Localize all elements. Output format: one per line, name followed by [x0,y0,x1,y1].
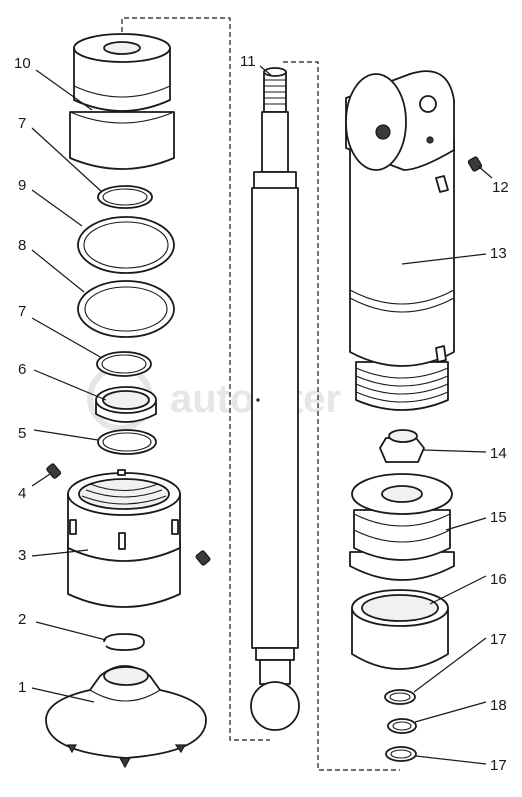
part-12-fitting [467,156,483,172]
callout-8: 8 [18,237,26,254]
callout-10: 10 [14,55,31,72]
callouts: 1 2 3 4 5 6 7 7 8 9 10 11 12 13 14 15 16… [14,53,509,774]
set-screw-right [195,550,211,566]
part-16-sleeve [351,589,449,670]
callout-5: 5 [18,425,26,442]
part-15-piston [349,473,455,581]
callout-17-lower: 17 [490,757,507,774]
callout-14: 14 [490,445,507,462]
part-14-hex-nut [379,429,425,463]
part-10-top-cap [69,33,175,170]
part-3-threaded-nut [67,469,181,608]
callout-18: 18 [490,697,507,714]
callout-17-upper: 17 [490,631,507,648]
part-18-ring [387,718,417,734]
callout-6: 6 [18,361,26,378]
part-6-bushing [95,386,157,423]
callout-13: 13 [490,245,507,262]
part-9-large-ring [77,216,175,274]
callout-7-lower: 7 [18,303,26,320]
part-8-large-ring [77,280,175,338]
part-2-snap-ring [103,633,145,651]
part-1-base [45,665,207,769]
part-7-ring-lower [96,351,152,377]
callout-2: 2 [18,611,26,628]
part-11-shaft [250,67,300,731]
callout-7-upper: 7 [18,115,26,132]
part-4-set-screw [46,463,62,479]
callout-16: 16 [490,571,507,588]
callout-11: 11 [240,53,256,70]
assembly-lines [121,17,400,771]
callout-1: 1 [18,679,26,696]
part-17-ring-lower [385,746,417,762]
part-7-ring-top [97,185,153,209]
part-13-housing [345,70,455,411]
callout-15: 15 [490,509,507,526]
callout-3: 3 [18,547,26,564]
callout-12: 12 [492,179,509,196]
part-5-ring [97,429,157,455]
leader-lines [31,65,493,765]
callout-4: 4 [18,485,26,502]
part-17-ring-upper [384,689,416,705]
callout-9: 9 [18,177,26,194]
